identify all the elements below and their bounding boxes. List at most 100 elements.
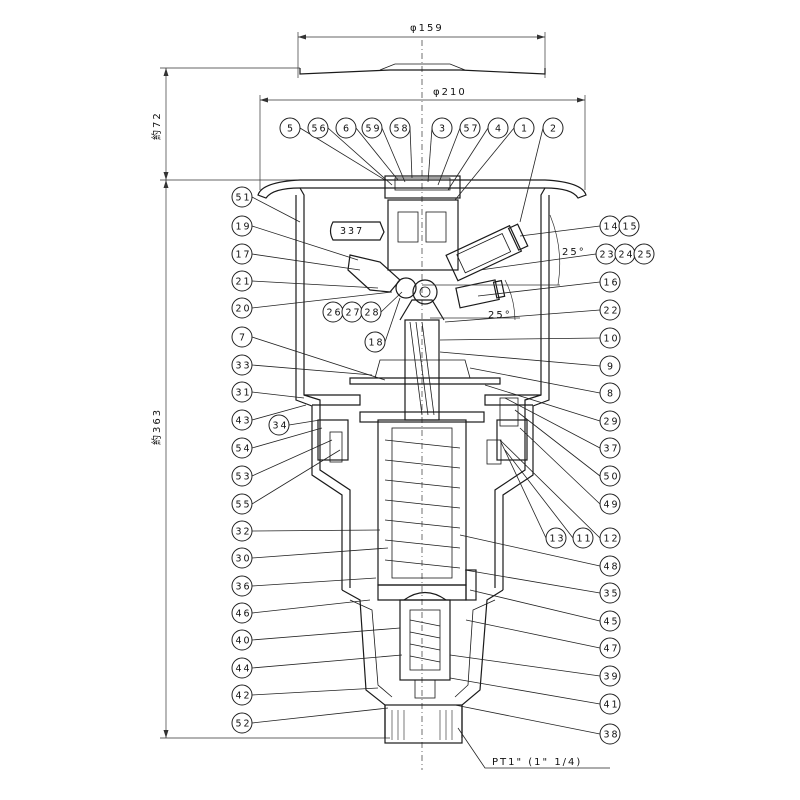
callout-text: 17 <box>236 250 252 261</box>
part-callouts: 5119172120733314354535532303646404442525… <box>231 117 655 745</box>
callout-51: 51 <box>231 186 301 223</box>
callout-39: 39 <box>449 654 621 687</box>
dim-height-total-text: 約363 <box>150 408 163 445</box>
riser-assembly <box>317 299 528 586</box>
callout-29: 29 <box>484 384 621 432</box>
callout-18: 18 <box>364 297 401 353</box>
callout-text: 22 <box>604 306 620 317</box>
callout-text: 47 <box>604 644 620 655</box>
callout-1: 1 <box>454 117 535 201</box>
thread-callout: PT1" (1" 1/4) <box>457 727 610 769</box>
callout-53: 53 <box>231 439 333 487</box>
callout-text: 35 <box>604 589 620 600</box>
callout-55: 55 <box>231 449 341 515</box>
inner-label-text: 337 <box>340 226 364 237</box>
callout-17: 17 <box>231 243 361 271</box>
callout-text: 41 <box>604 700 620 711</box>
callout-text: 54 <box>236 444 252 455</box>
callout-text: 30 <box>236 554 252 565</box>
callout-text: 46 <box>236 609 252 620</box>
callout-59: 59 <box>361 117 406 183</box>
callout-text: 32 <box>236 527 252 538</box>
callout-text: 31 <box>236 388 252 399</box>
dimension-mid-diameter: φ210 <box>259 87 586 190</box>
callout-text: 40 <box>236 636 252 647</box>
callout-text: 26 <box>327 308 343 319</box>
callout-text: 6 <box>343 124 351 135</box>
callout-19: 19 <box>231 215 359 261</box>
callout-30: 30 <box>231 547 389 569</box>
dim-height-top-text: 約72 <box>150 111 163 140</box>
callout-text: 36 <box>236 582 252 593</box>
callout-46: 46 <box>231 599 371 624</box>
angle-upper-text: 25° <box>562 247 586 258</box>
callout-text: 18 <box>369 338 385 349</box>
callout-34: 34 <box>268 414 321 436</box>
callout-text: 19 <box>236 222 252 233</box>
callout-text: 1 <box>521 124 529 135</box>
angle-lower-text: 25° <box>488 310 512 321</box>
callout-text: 8 <box>607 389 615 400</box>
callout-text: 9 <box>607 362 615 373</box>
callout-text: 33 <box>236 361 252 372</box>
callout-48: 48 <box>459 534 621 577</box>
callout-text: 38 <box>604 730 620 741</box>
callout-38: 38 <box>454 704 621 745</box>
valve-assembly <box>377 569 477 699</box>
callout-40: 40 <box>231 627 401 651</box>
callout-49: 49 <box>519 427 621 515</box>
callout-21: 21 <box>231 270 379 292</box>
callout-text: 21 <box>236 277 252 288</box>
callout-12: 12 <box>499 439 621 549</box>
callout-50: 50 <box>514 409 621 487</box>
callout-text: 57 <box>464 124 480 135</box>
dimension-heights: 約72 約363 <box>150 67 390 739</box>
callout-36: 36 <box>231 575 377 597</box>
callout-text: 48 <box>604 562 620 573</box>
callout-text: 13 <box>550 534 566 545</box>
callout-text: 16 <box>604 278 620 289</box>
callout-33: 33 <box>231 354 373 376</box>
callout-text: 25 <box>638 250 654 261</box>
callout-56: 56 <box>307 117 393 186</box>
callout-text: 37 <box>604 444 620 455</box>
callout-text: 44 <box>236 664 252 675</box>
callout-45: 45 <box>469 589 621 632</box>
callout-54: 54 <box>231 427 323 459</box>
callout-44: 44 <box>231 654 403 679</box>
callout-7: 7 <box>231 326 386 381</box>
callout-text: 43 <box>236 416 252 427</box>
dimension-top-diameter: φ159 <box>297 23 546 78</box>
callout-text: 45 <box>604 617 620 628</box>
callout-35: 35 <box>464 569 621 604</box>
nozzle-head: 337 25° 25° <box>329 175 586 321</box>
callout-5: 5 <box>279 117 386 181</box>
callout-text: 28 <box>365 308 381 319</box>
callout-22: 22 <box>444 299 621 323</box>
thread-label-text: PT1" (1" 1/4) <box>492 757 582 768</box>
callout-11: 11 <box>504 449 594 549</box>
callout-text: 29 <box>604 417 620 428</box>
callout-text: 51 <box>236 193 252 204</box>
spring-coils <box>384 439 461 569</box>
callout-text: 24 <box>619 250 635 261</box>
callout-text: 42 <box>236 691 252 702</box>
callout-47: 47 <box>465 619 621 659</box>
callout-text: 56 <box>312 124 328 135</box>
callout-8: 8 <box>469 367 621 404</box>
callout-6: 6 <box>335 117 399 181</box>
callout-9: 9 <box>439 351 621 377</box>
callout-31: 31 <box>231 381 305 403</box>
callout-10: 10 <box>439 327 621 349</box>
callout-text: 5 <box>287 124 295 135</box>
callout-text: 50 <box>604 472 620 483</box>
callout-text: 53 <box>236 472 252 483</box>
callout-43: 43 <box>231 404 307 431</box>
callout-20: 20 <box>231 291 393 319</box>
callout-text: 2 <box>550 124 558 135</box>
